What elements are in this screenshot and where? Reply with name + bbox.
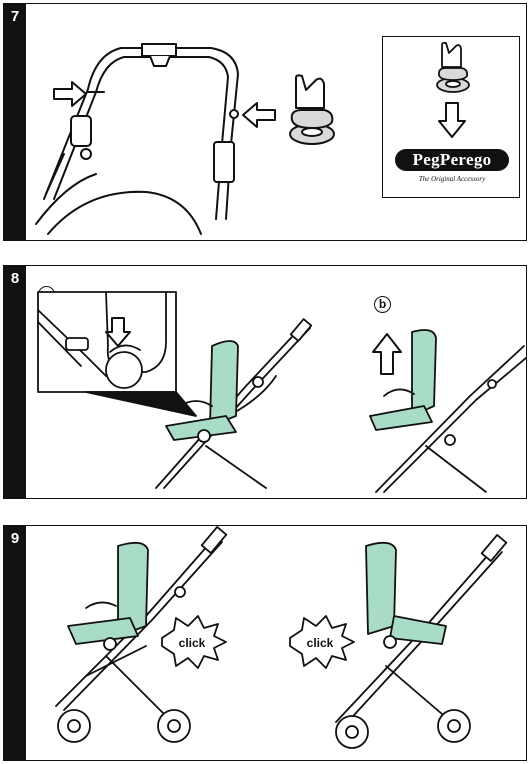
- click-label-right: click: [306, 636, 334, 650]
- step-7-panel: 7: [3, 3, 527, 241]
- arrow-left-icon: [242, 102, 276, 128]
- step-number-bar: 7: [4, 4, 26, 240]
- arrow-right-icon: [53, 81, 87, 107]
- step-8-panel: 8 a b: [3, 265, 527, 499]
- brand-logo: PegPerego: [395, 149, 509, 171]
- brand-tagline: The Original Accessory: [418, 175, 486, 183]
- step-9-illustration: [55, 526, 508, 749]
- cup-holder-icon: [436, 41, 470, 93]
- arrow-up-icon: [372, 333, 402, 375]
- step-number: 9: [10, 530, 20, 547]
- step-number: 8: [10, 270, 20, 287]
- arrow-down-icon: [438, 102, 466, 138]
- brand-box: PegPerego The Original Accessory: [382, 36, 520, 198]
- click-burst-icon: [161, 615, 227, 669]
- step-number-bar: 9: [4, 526, 26, 760]
- step-9-panel: 9: [3, 525, 527, 761]
- step-7-illustration: [35, 43, 239, 235]
- step-number: 7: [10, 8, 20, 25]
- step-number-bar: 8: [4, 266, 26, 498]
- step-8-illustration: [37, 291, 526, 493]
- click-burst-icon: [289, 615, 355, 669]
- sub-step-label-b: b: [374, 296, 391, 313]
- click-label-left: click: [178, 636, 206, 650]
- cup-holder-icon: [289, 74, 335, 145]
